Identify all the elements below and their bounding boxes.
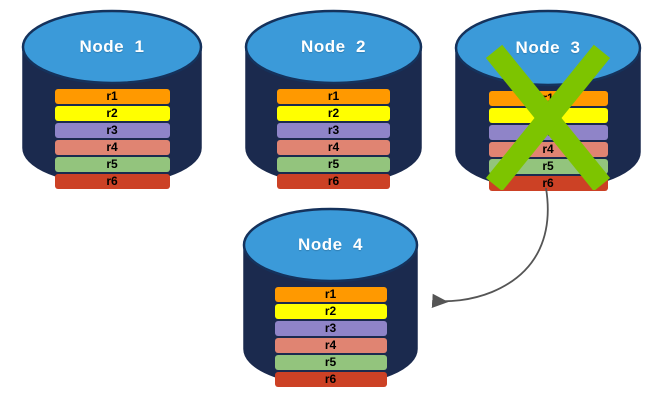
node-4-record-r5[interactable]: r5 — [274, 355, 387, 370]
node-1-record-r6[interactable]: r6 — [54, 174, 170, 189]
node-3-record-r6[interactable]: r6 — [488, 176, 608, 191]
node-1-record-r3[interactable]: r3 — [54, 123, 170, 138]
node-3-record-r1[interactable]: r1 — [488, 91, 608, 106]
node-1-top-face — [21, 9, 203, 85]
node-2-records: r1 r2 r3 r4 r5 r6 — [245, 89, 422, 189]
node-4-record-r3[interactable]: r3 — [274, 321, 387, 336]
node-4-record-r2[interactable]: r2 — [274, 304, 387, 319]
node-3-record-r5[interactable]: r5 — [488, 159, 608, 174]
node-2-record-r3[interactable]: r3 — [277, 123, 390, 138]
node-1-record-r1[interactable]: r1 — [54, 89, 170, 104]
node-3-record-r4[interactable]: r4 — [488, 142, 608, 157]
recovery-arrow-path — [431, 187, 549, 309]
node-2-record-r2[interactable]: r2 — [277, 106, 390, 121]
node-3-records: r1 r2 r3 r4 r5 r6 — [455, 91, 641, 191]
node-4-top-face — [242, 207, 419, 283]
node-1-record-r4[interactable]: r4 — [54, 140, 170, 155]
node-3-record-r3[interactable]: r3 — [488, 125, 608, 140]
node-3-top-face — [454, 9, 642, 87]
node-4-record-r4[interactable]: r4 — [274, 338, 387, 353]
node-1-record-r5[interactable]: r5 — [54, 157, 170, 172]
node-4-record-r1[interactable]: r1 — [274, 287, 387, 302]
node-2-record-r4[interactable]: r4 — [277, 140, 390, 155]
node-2-record-r6[interactable]: r6 — [277, 174, 390, 189]
node-4-record-r6[interactable]: r6 — [274, 372, 387, 387]
node-4-records: r1 r2 r3 r4 r5 r6 — [243, 287, 418, 387]
node-2-top-face — [244, 9, 423, 85]
node-1-record-r2[interactable]: r2 — [54, 106, 170, 121]
node-2-record-r5[interactable]: r5 — [277, 157, 390, 172]
node-2-record-r1[interactable]: r1 — [277, 89, 390, 104]
node-1-records: r1 r2 r3 r4 r5 r6 — [22, 89, 202, 189]
node-3-record-r2[interactable]: r2 — [488, 108, 608, 123]
